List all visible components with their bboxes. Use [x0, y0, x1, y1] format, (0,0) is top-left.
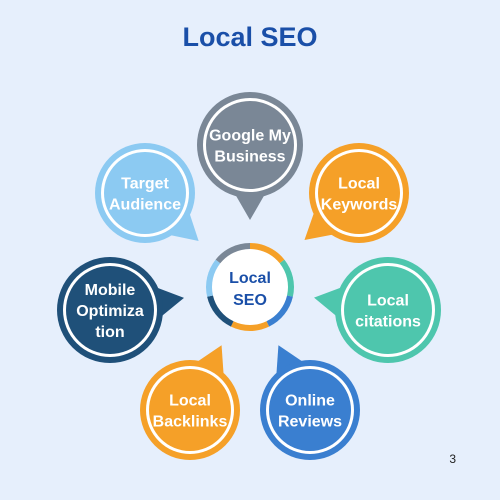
- node-label-line: Mobile: [85, 282, 136, 299]
- bubble-tail: [235, 194, 265, 220]
- node-label-line: citations: [355, 313, 421, 330]
- bubble-tail: [304, 211, 334, 241]
- node-label-line: Backlinks: [153, 413, 228, 430]
- node-label-line: Optimiza: [76, 303, 144, 320]
- bubble-fill: [344, 266, 432, 354]
- center-ring-segment: [266, 295, 293, 327]
- bubble-fill: [269, 369, 351, 451]
- center-inner: [214, 251, 286, 323]
- node-label-line: tion: [95, 324, 124, 341]
- page-number: 3: [449, 452, 456, 466]
- node-label-line: Local: [169, 392, 211, 409]
- bubble-fill: [104, 152, 186, 234]
- bubble-tail: [196, 345, 224, 376]
- center-label-line: Local: [229, 270, 271, 287]
- center-ring-segment: [279, 259, 294, 297]
- node-label-line: Reviews: [278, 413, 342, 430]
- node-local-citations: Local citations: [314, 257, 441, 363]
- center-ring-segment: [230, 321, 270, 331]
- bubble-tail: [169, 212, 199, 242]
- node-label-line: Local: [338, 175, 380, 192]
- node-label-line: Target: [121, 175, 169, 192]
- node-label-line: Online: [285, 392, 335, 409]
- center-ring-segment: [249, 243, 285, 264]
- bubble-fill: [66, 266, 154, 354]
- node-label-line: Local: [367, 292, 409, 309]
- center-ring-segment: [207, 295, 234, 327]
- node-google-my-business: Google My Business: [197, 92, 303, 220]
- bubble-fill: [318, 152, 400, 234]
- node-label-line: Audience: [109, 196, 181, 213]
- bubble-fill: [149, 369, 231, 451]
- bubble-fill: [206, 101, 294, 189]
- bubble-tail: [276, 345, 304, 376]
- center-label-line: SEO: [233, 292, 267, 309]
- node-label-line: Business: [214, 148, 285, 165]
- node-label-line: Keywords: [321, 196, 398, 213]
- center-ring-segment: [215, 243, 251, 264]
- node-label-line: Google My: [209, 127, 291, 144]
- page-title: Local SEO: [182, 22, 318, 52]
- center-ring-segment: [206, 259, 221, 297]
